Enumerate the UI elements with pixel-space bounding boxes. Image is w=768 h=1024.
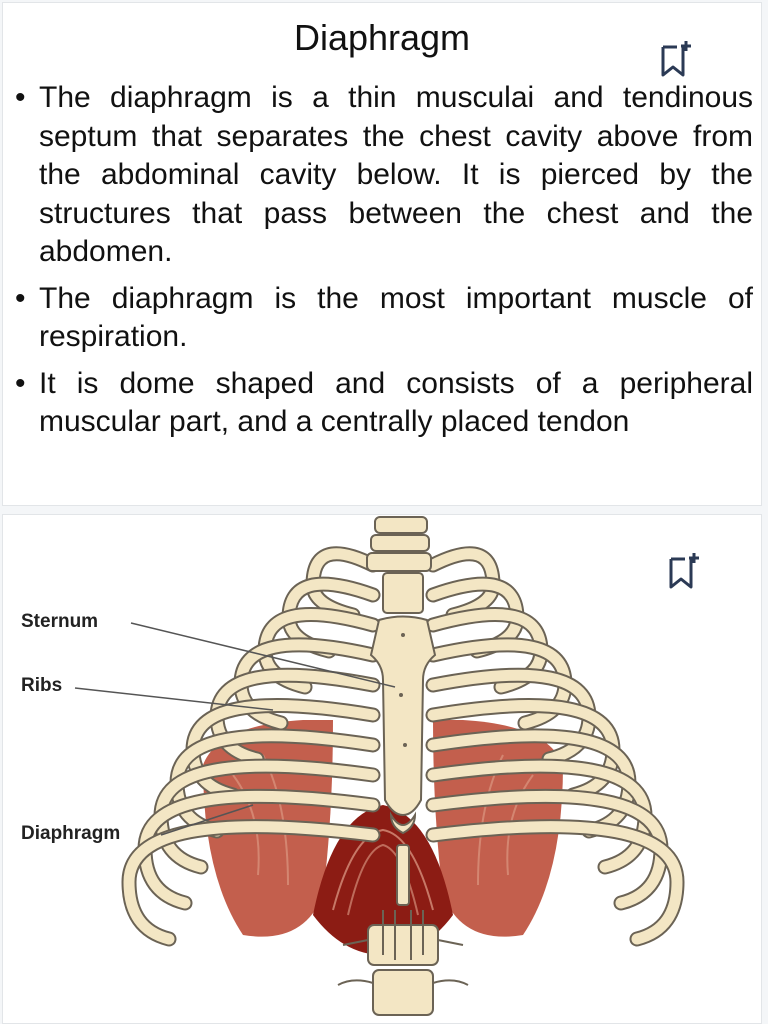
rib-fill (171, 730, 379, 837)
bullet-marker: • (15, 366, 26, 400)
bookmark-add-icon[interactable] (659, 39, 693, 79)
bullet-text: The diaphragm is the most important musc… (39, 281, 753, 354)
bullet-item: • The diaphragm is a thin musculai and t… (13, 79, 753, 272)
rib-fill (123, 821, 379, 945)
rib-fill (427, 821, 683, 945)
rib-fill (187, 700, 379, 801)
rib-fill (427, 730, 635, 837)
label-diaphragm: Diaphragm (21, 823, 121, 844)
bullet-list: • The diaphragm is a thin musculai and t… (13, 79, 753, 450)
bullet-text: The diaphragm is a thin musculai and ten… (39, 81, 753, 268)
bullet-text: It is dome shaped and consists of a peri… (39, 366, 753, 439)
ribs (121, 546, 685, 947)
label-sternum: Sternum (21, 611, 99, 632)
slide-title: Diaphragm (293, 17, 471, 58)
spine (337, 516, 469, 1016)
ribcage-illustration (74, 516, 685, 1016)
bullet-item: • The diaphragm is the most important mu… (13, 280, 753, 357)
rib-fill (427, 700, 619, 801)
rib-fill (155, 760, 379, 873)
bookmark-add-icon[interactable] (667, 551, 701, 591)
bullet-marker: • (15, 281, 26, 315)
sternum (369, 615, 437, 835)
text-slide-card: Diaphragm • The diaphragm is a thin musc… (2, 2, 762, 506)
leader-lines (74, 622, 396, 836)
label-ribs: Ribs (21, 675, 63, 696)
figure-card: Sternum Ribs Diaphragm (2, 514, 762, 1024)
rib-fill (427, 669, 595, 765)
rib-fill (427, 760, 651, 873)
rib-fill (211, 669, 379, 765)
rib-fill (427, 790, 667, 909)
rib-fill (139, 790, 379, 909)
bullet-item: • It is dome shaped and consists of a pe… (13, 365, 753, 442)
bullet-marker: • (15, 81, 26, 114)
